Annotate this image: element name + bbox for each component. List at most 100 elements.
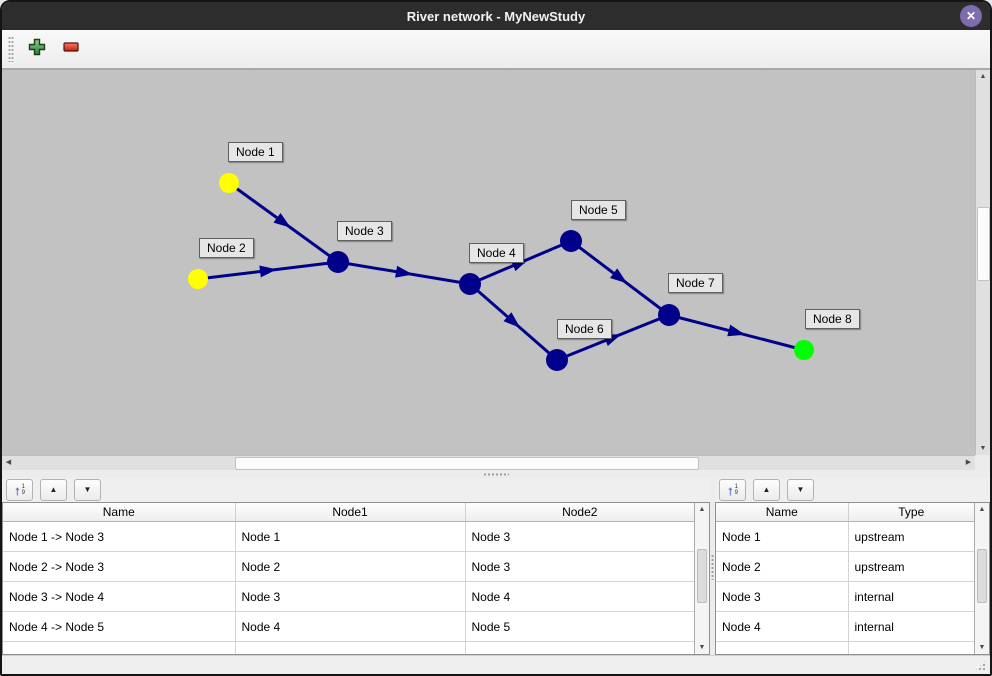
- remove-node-button[interactable]: [58, 36, 84, 62]
- scroll-up-icon[interactable]: ▲: [698, 506, 706, 513]
- table-cell[interactable]: Node 4: [465, 581, 694, 612]
- edge-arrow-icon: [259, 265, 277, 278]
- canvas-hscroll-row: ◀ ▶: [2, 455, 990, 470]
- vertical-scroll-thumb[interactable]: [977, 207, 990, 281]
- canvas-horizontal-scrollbar[interactable]: ◀ ▶: [2, 455, 975, 470]
- table-cell[interactable]: upstream: [848, 551, 974, 582]
- splitter-grip-icon: [711, 553, 714, 580]
- scroll-thumb[interactable]: [977, 548, 987, 603]
- splitter-grip-icon: [483, 472, 509, 476]
- table-cell[interactable]: [235, 641, 466, 654]
- move-down-button[interactable]: ▼: [74, 479, 101, 501]
- table-cell[interactable]: Node 2: [716, 551, 849, 582]
- table-cell[interactable]: internal: [848, 611, 974, 642]
- scroll-track[interactable]: [695, 516, 709, 641]
- branches-scrollbar[interactable]: ▲ ▼: [694, 503, 709, 654]
- table-cell[interactable]: Node 3: [465, 521, 694, 552]
- add-plus-icon: [28, 38, 46, 61]
- scroll-track[interactable]: [975, 516, 989, 641]
- table-cell[interactable]: Node 3: [235, 581, 466, 612]
- node-label: Node 4: [469, 243, 524, 263]
- table-cell[interactable]: [848, 641, 974, 654]
- network-node[interactable]: [560, 230, 582, 252]
- network-node[interactable]: [327, 251, 349, 273]
- edge-arrow-icon: [273, 212, 291, 228]
- node-label: Node 5: [571, 200, 626, 220]
- table-cell[interactable]: Node 1: [235, 521, 466, 552]
- table-cell[interactable]: Node 2 -> Node 3: [3, 551, 236, 582]
- horizontal-scroll-thumb[interactable]: [235, 457, 699, 470]
- scroll-down-icon[interactable]: ▼: [698, 644, 706, 651]
- table-cell[interactable]: Node 4: [716, 611, 849, 642]
- table-row[interactable]: [716, 641, 974, 654]
- table-cell[interactable]: Node 5: [465, 611, 694, 642]
- table-cell[interactable]: Node 3: [716, 581, 849, 612]
- node-label: Node 6: [557, 319, 612, 339]
- table-cell[interactable]: upstream: [848, 521, 974, 552]
- table-cell[interactable]: Node 3: [465, 551, 694, 582]
- network-node[interactable]: [658, 304, 680, 326]
- move-up-button[interactable]: ▲: [40, 479, 67, 501]
- nodes-scrollbar[interactable]: ▲ ▼: [974, 503, 989, 654]
- table-cell[interactable]: [716, 641, 849, 654]
- table-cell[interactable]: Node 4 -> Node 5: [3, 611, 236, 642]
- scroll-thumb[interactable]: [697, 548, 707, 603]
- network-node[interactable]: [794, 340, 814, 360]
- table-cell[interactable]: Node 2: [235, 551, 466, 582]
- network-node[interactable]: [188, 269, 208, 289]
- table-cell[interactable]: internal: [848, 581, 974, 612]
- down-arrow-icon: ▼: [83, 485, 92, 494]
- resize-grip[interactable]: [974, 659, 987, 672]
- table-cell[interactable]: Node 1 -> Node 3: [3, 521, 236, 552]
- up-arrow-icon: ▲: [49, 485, 58, 494]
- scroll-up-icon[interactable]: ▲: [979, 73, 987, 80]
- network-node[interactable]: [546, 349, 568, 371]
- column-header: Node2: [465, 503, 694, 522]
- node-label: Node 8: [805, 309, 860, 329]
- table-cell[interactable]: Node 1: [716, 521, 849, 552]
- scroll-down-icon[interactable]: ▼: [978, 644, 986, 651]
- close-button[interactable]: ✕: [960, 5, 982, 27]
- node-label: Node 3: [337, 221, 392, 241]
- move-up-button[interactable]: ▲: [753, 479, 780, 501]
- network-node[interactable]: [219, 173, 239, 193]
- add-node-button[interactable]: [24, 36, 50, 62]
- scroll-down-icon[interactable]: ▼: [979, 445, 987, 452]
- canvas-vertical-scrollbar[interactable]: ▲ ▼: [975, 70, 990, 455]
- table-cell[interactable]: Node 3 -> Node 4: [3, 581, 236, 612]
- table-cell[interactable]: [3, 641, 236, 654]
- move-down-button[interactable]: ▼: [787, 479, 814, 501]
- table-cell[interactable]: [465, 641, 694, 654]
- pane-splitter[interactable]: [2, 470, 990, 478]
- title-bar: River network - MyNewStudy ✕: [2, 2, 990, 30]
- toolbar-drag-handle[interactable]: [8, 36, 14, 62]
- table-cell[interactable]: Node 4: [235, 611, 466, 642]
- status-bar: [2, 655, 990, 674]
- scroll-right-icon[interactable]: ▶: [965, 459, 972, 466]
- network-node[interactable]: [459, 273, 481, 295]
- tables-splitter[interactable]: [710, 478, 715, 655]
- scroll-left-icon[interactable]: ◀: [5, 459, 12, 466]
- column-header: Name: [716, 503, 849, 522]
- column-header: Name: [3, 503, 236, 522]
- scroll-up-icon[interactable]: ▲: [978, 506, 986, 513]
- table-row[interactable]: [3, 641, 694, 654]
